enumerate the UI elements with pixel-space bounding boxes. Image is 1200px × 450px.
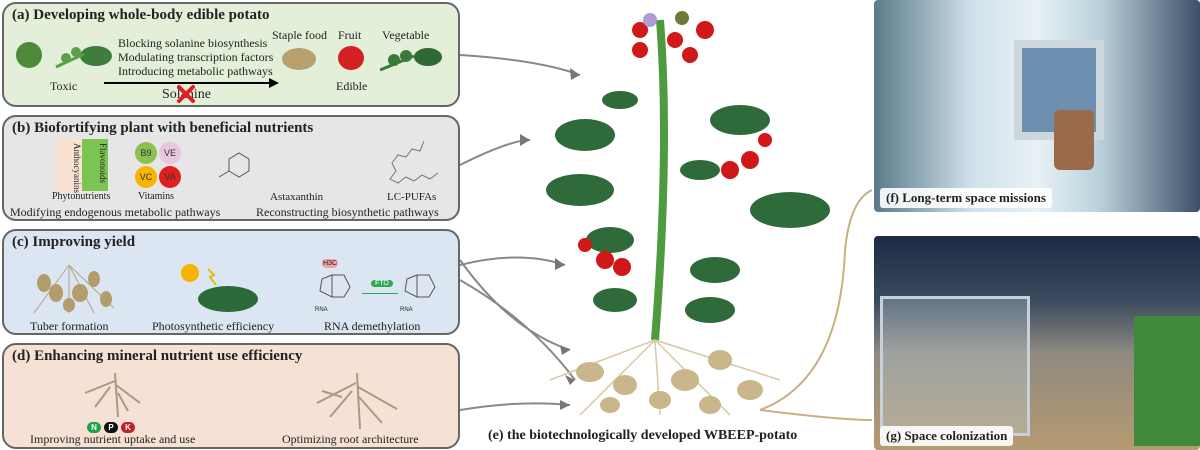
vitamin-va: VA: [159, 166, 181, 188]
vitamin-vc: VC: [135, 166, 157, 188]
vegetable-label: Vegetable: [382, 28, 430, 42]
sun-leaf-icon: [181, 264, 258, 312]
anthocyanins-bar: Anthocyanins: [56, 139, 82, 193]
panel-b: (b) Biofortifying plant with beneficial …: [2, 115, 460, 221]
rna-right: RNA: [400, 307, 413, 313]
fruit-label: Fruit: [338, 28, 362, 42]
m6a-structure: [319, 274, 351, 298]
root-icon-2: [316, 373, 398, 430]
tomatoes: [578, 21, 772, 276]
caption-g: (g) Space colonization: [880, 426, 1014, 446]
flavonoids-bar: Flavonoids: [82, 139, 108, 191]
lc-pufa-structure: [389, 140, 439, 184]
toxic-label: Toxic: [50, 79, 78, 93]
step-3: Introducing metabolic pathways: [118, 64, 273, 78]
step-1: Blocking solanine biosynthesis: [118, 36, 268, 50]
p-badge: P: [104, 422, 118, 433]
vitamin-b9: B9: [135, 142, 157, 164]
root-icon-1: [84, 373, 141, 418]
vitamins-label: Vitamins: [138, 191, 175, 202]
space-station-image: (f) Long-term space missions: [874, 0, 1200, 212]
plant-rack: [1054, 110, 1094, 170]
arrow-right-icon: [104, 78, 279, 88]
edible-label: Edible: [336, 79, 368, 93]
photo-label: Photosynthetic efficiency: [152, 319, 275, 333]
vitamin-ve: VE: [159, 142, 181, 164]
arrowheads: [520, 68, 580, 410]
panel-d-title: (d) Enhancing mineral nutrient use effic…: [12, 348, 303, 364]
n-badge: N: [87, 422, 101, 433]
k-badge: K: [121, 422, 135, 433]
phytonutrients-label: Phytonutrients: [52, 191, 111, 202]
greenhouse: [880, 296, 1030, 436]
adenine-structure: [404, 274, 436, 298]
potato-icon: [282, 48, 316, 70]
potatoes: [576, 350, 763, 414]
leaf-icon: [55, 46, 112, 69]
astaxanthin-label: Astaxanthin: [270, 191, 324, 203]
fto-badge: FTO: [371, 280, 393, 287]
green-berry-icon: [16, 42, 42, 68]
left-caption: Modifying endogenous metabolic pathways: [10, 205, 221, 219]
center-caption: (e) the biotechnologically developed WBE…: [488, 428, 798, 443]
panel-b-title: (b) Biofortifying plant with beneficial …: [12, 120, 314, 136]
h3c-badge: H3C: [322, 259, 339, 268]
rna-label: RNA demethylation: [324, 319, 421, 333]
step-2: Modulating transcription factors: [118, 50, 274, 64]
uptake-label: Improving nutrient uptake and use: [30, 432, 196, 446]
panel-a: (a) Developing whole-body edible potato …: [2, 2, 460, 107]
staple-food-label: Staple food: [272, 28, 327, 42]
arrow-fto: [362, 293, 398, 294]
tomato-icon: [338, 46, 364, 70]
caption-f: (f) Long-term space missions: [880, 188, 1052, 208]
leaves: [546, 91, 830, 323]
root-label: Optimizing root architecture: [282, 432, 419, 446]
wbeep-potato-plant: [460, 11, 872, 421]
right-caption: Reconstructing biosynthetic pathways: [256, 205, 439, 219]
crop-bed: [1134, 316, 1200, 446]
panel-d: (d) Enhancing mineral nutrient use effic…: [2, 343, 460, 449]
cross-icon: [177, 85, 195, 103]
connector-arrows: [460, 54, 581, 411]
panel-a-title: (a) Developing whole-body edible potato: [12, 7, 270, 23]
tubers-icon: [33, 264, 115, 314]
tuber-label: Tuber formation: [30, 319, 109, 333]
astaxanthin-structure: [218, 152, 250, 178]
panel-c: (c) Improving yield Tuber formation Phot…: [2, 229, 460, 335]
panel-c-title: (c) Improving yield: [12, 234, 136, 250]
space-colony-image: (g) Space colonization: [874, 236, 1200, 450]
rna-left: RNA: [315, 307, 328, 313]
vegetable-leaf-icon: [380, 48, 442, 72]
lcpufas-label: LC-PUFAs: [387, 191, 437, 203]
